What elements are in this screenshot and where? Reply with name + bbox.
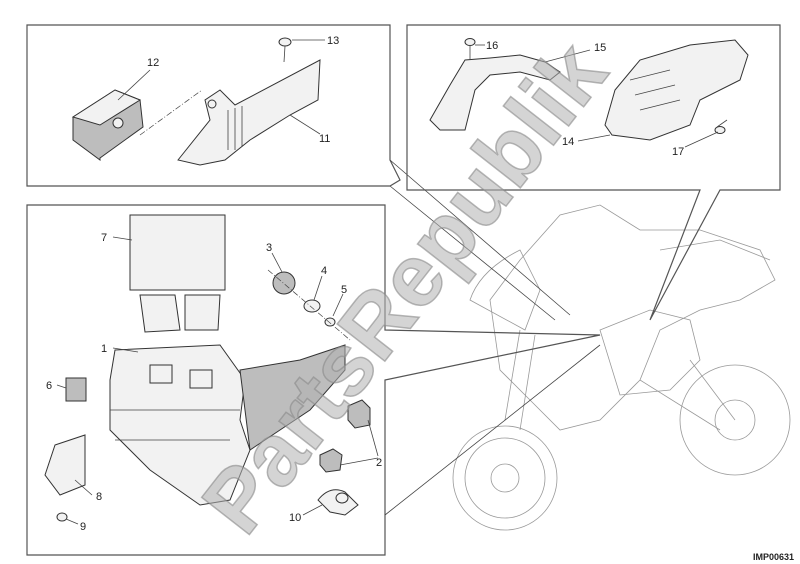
label-14: 14: [562, 136, 574, 148]
part-2-rubber-blocks: [319, 399, 371, 473]
label-4: 4: [321, 265, 327, 277]
part-13-screw: [278, 37, 292, 63]
label-11: 11: [319, 133, 330, 145]
part-4-grommet: [303, 299, 321, 313]
detail-box-top-left: [26, 24, 571, 321]
label-15: 15: [594, 42, 606, 54]
label-3: 3: [266, 242, 272, 254]
label-1: 1: [101, 343, 107, 355]
part-15-duct: [429, 54, 561, 131]
label-13: 13: [327, 35, 339, 47]
label-12: 12: [147, 57, 159, 69]
motorcycle-outline: [452, 204, 791, 531]
label-10: 10: [289, 512, 301, 524]
part-10-clamp: [317, 489, 359, 516]
label-7: 7: [101, 232, 107, 244]
label-2: 2: [376, 457, 382, 469]
part-3-gear: [272, 271, 296, 295]
leader-lines: [56, 39, 719, 525]
part-7-ecu: [129, 214, 226, 333]
part-5-screw: [324, 317, 336, 327]
label-17: 17: [672, 146, 684, 158]
part-17-screw: [714, 119, 728, 134]
part-9-screw: [56, 512, 68, 522]
detail-box-lower-left: [26, 204, 601, 556]
part-6-pad: [65, 377, 87, 402]
part-1-holder: [109, 344, 346, 506]
label-6: 6: [46, 380, 52, 392]
label-16: 16: [486, 40, 498, 52]
part-14-bracket: [604, 39, 749, 141]
label-8: 8: [96, 491, 102, 503]
part-12-connector-block: [71, 89, 144, 161]
label-5: 5: [341, 284, 347, 296]
label-9: 9: [80, 521, 86, 533]
detail-box-top-right: [406, 24, 781, 321]
image-code: IMP00631: [753, 552, 794, 562]
part-11-bracket: [177, 59, 321, 166]
part-8-bracket: [44, 434, 86, 496]
part-16-screw: [464, 38, 476, 60]
